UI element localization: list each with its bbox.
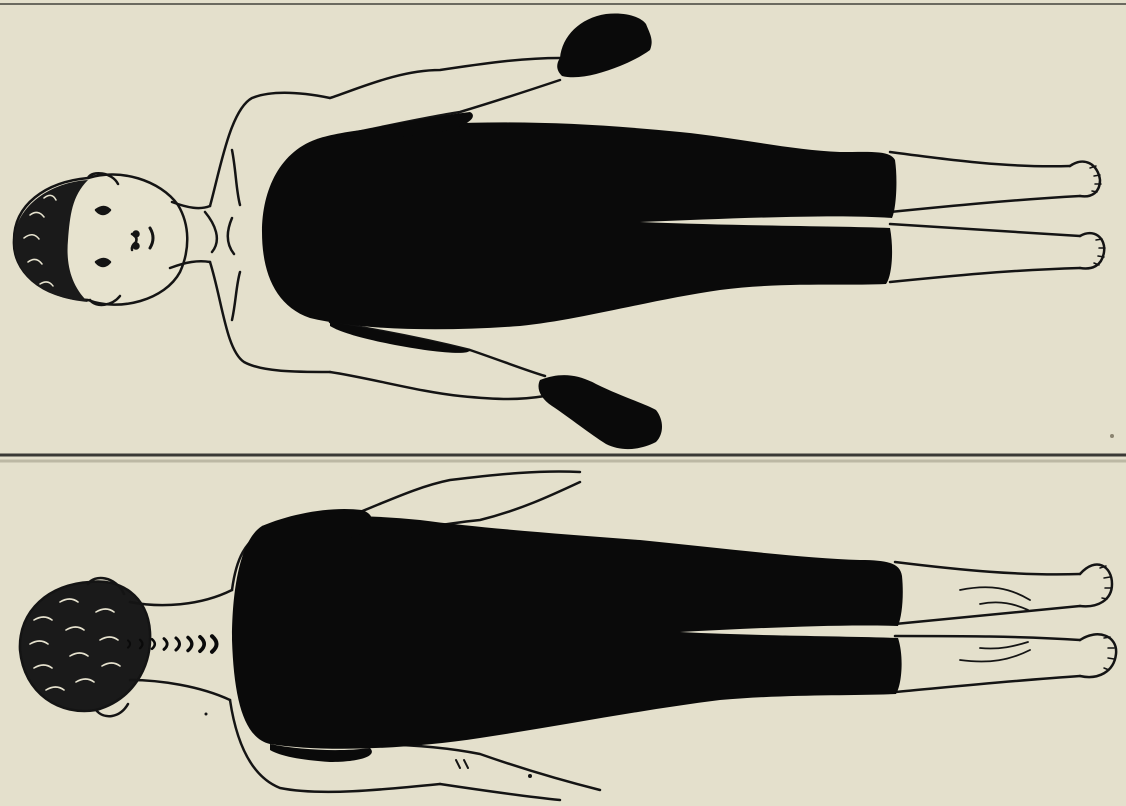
front-eye-upper (96, 207, 110, 214)
ink-speck (205, 713, 208, 716)
front-nostril-a (134, 232, 139, 237)
front-nostril-b (134, 244, 139, 249)
front-eye-lower (96, 259, 110, 266)
ink-speck (528, 774, 532, 778)
ink-speck (1110, 434, 1114, 438)
